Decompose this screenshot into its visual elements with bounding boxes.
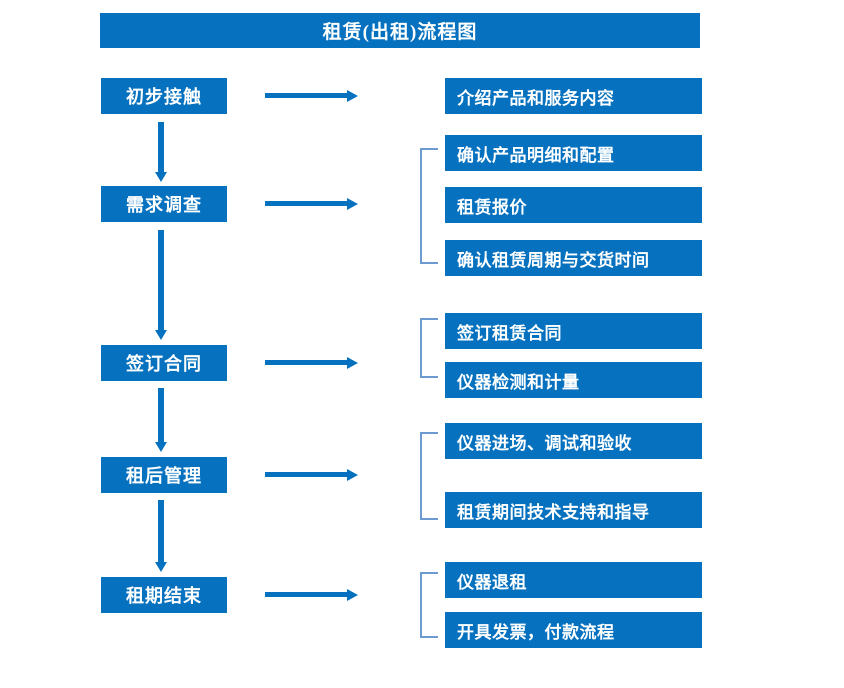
horizontal-arrow-2: [265, 198, 358, 210]
horizontal-arrow-5: [265, 589, 358, 601]
group-bracket-needs-survey: [420, 148, 438, 264]
page-title: 租赁(出租)流程图: [100, 13, 700, 48]
detail-box-confirm-specs[interactable]: 确认产品明细和配置: [445, 135, 702, 171]
group-bracket-sign-contract: [420, 318, 438, 378]
group-bracket-post-rental: [420, 432, 438, 520]
stage-box-post-rental[interactable]: 租后管理: [101, 457, 227, 493]
stage-box-needs-survey[interactable]: 需求调查: [101, 186, 227, 222]
stage-box-sign-contract[interactable]: 签订合同: [101, 345, 227, 381]
horizontal-arrow-4: [265, 469, 358, 481]
group-bracket-lease-end: [420, 572, 438, 638]
detail-box-instrument-entry[interactable]: 仪器进场、调试和验收: [445, 423, 702, 459]
detail-box-invoice-payment[interactable]: 开具发票，付款流程: [445, 612, 702, 648]
detail-box-instrument-testing[interactable]: 仪器检测和计量: [445, 362, 702, 398]
vertical-arrow-3: [155, 388, 167, 452]
stage-box-lease-end[interactable]: 租期结束: [101, 577, 227, 613]
horizontal-arrow-3: [265, 357, 358, 369]
detail-box-rental-quote[interactable]: 租赁报价: [445, 187, 702, 223]
horizontal-arrow-1: [265, 90, 358, 102]
detail-box-sign-lease[interactable]: 签订租赁合同: [445, 313, 702, 349]
vertical-arrow-4: [155, 500, 167, 572]
detail-box-technical-support[interactable]: 租赁期间技术支持和指导: [445, 492, 702, 528]
detail-box-introduce-products[interactable]: 介绍产品和服务内容: [445, 78, 702, 114]
stage-box-initial-contact[interactable]: 初步接触: [101, 78, 227, 114]
detail-box-instrument-return[interactable]: 仪器退租: [445, 562, 702, 598]
vertical-arrow-2: [155, 230, 167, 340]
detail-box-confirm-period[interactable]: 确认租赁周期与交货时间: [445, 240, 702, 276]
vertical-arrow-1: [155, 122, 167, 182]
